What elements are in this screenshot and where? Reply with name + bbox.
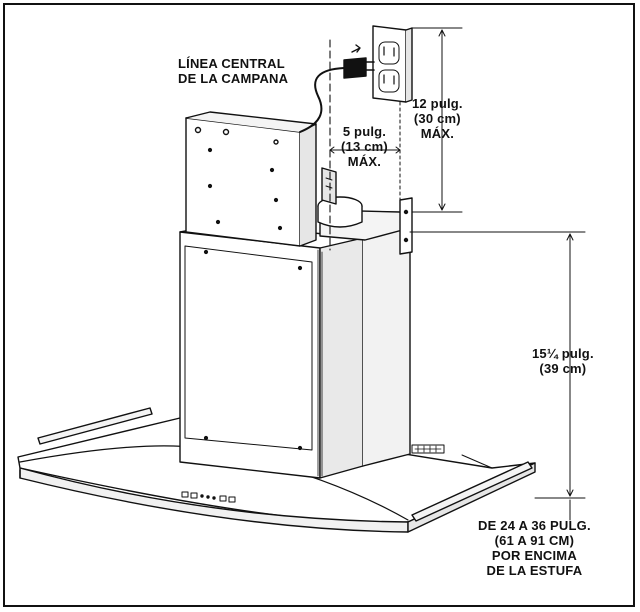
above-range-label: DE 24 A 36 PULG. (61 A 91 CM) POR ENCIMA… (478, 518, 591, 578)
wall-bracket (399, 197, 413, 255)
outlet-height-dimension (411, 27, 463, 213)
power-cord (299, 44, 375, 133)
electrical-outlet (372, 25, 413, 103)
blower-damper (317, 167, 411, 241)
upper-chimney (185, 111, 317, 247)
chimney-height-label: 15¼ pulg. (39 cm) (532, 346, 594, 376)
chimney-height-dimension (409, 231, 586, 521)
control-panel (181, 491, 236, 503)
chimney-cover (179, 223, 411, 479)
outlet-height-label: 12 pulg. (30 cm) MÁX. (412, 96, 463, 141)
centerline-label: LÍNEA CENTRAL DE LA CAMPANA (178, 56, 289, 86)
offset-label: 5 pulg. (13 cm) MÁX. (341, 124, 388, 169)
offset-dimension (329, 101, 401, 201)
